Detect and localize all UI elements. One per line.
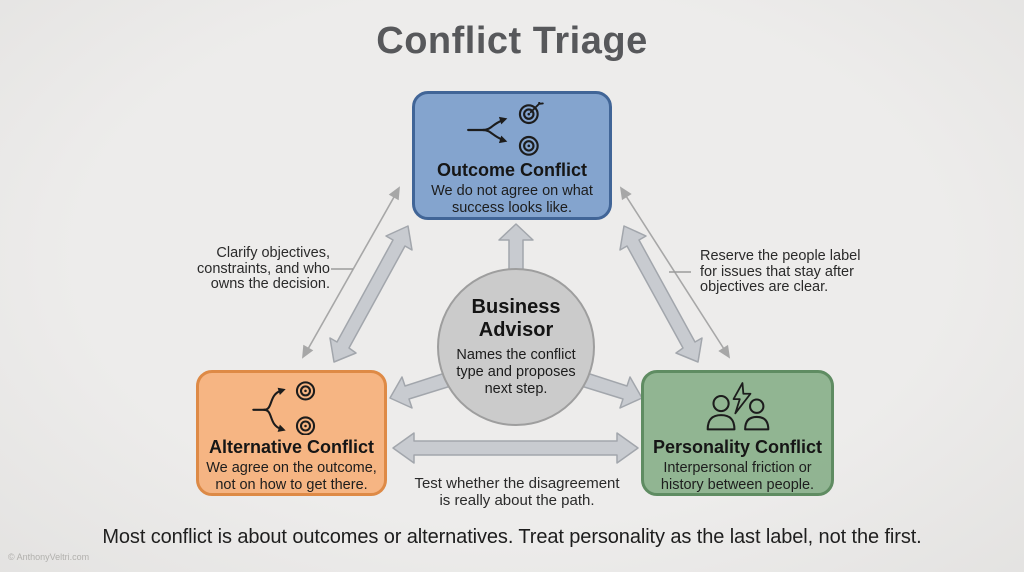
business-advisor-circle: Business Advisor Names the conflict type… <box>437 268 595 426</box>
annotation-left-line2: constraints, and who <box>197 260 330 277</box>
thin-arrow-left-head-top <box>388 186 400 201</box>
personality-conflict-title: Personality Conflict <box>652 437 823 457</box>
advisor-body-line1: Names the conflict <box>456 347 576 364</box>
outcome-conflict-title: Outcome Conflict <box>436 160 587 180</box>
arrow-advisor-to-outcome <box>498 223 534 273</box>
annotation-bottom-line2: is really about the path. <box>439 491 595 509</box>
arrow-alternative-personality <box>392 432 639 464</box>
alternative-conflict-line1: We agree on the outcome, <box>206 459 377 476</box>
annotation-alternative-personality: Test whether the disagreement is really … <box>366 475 668 509</box>
advisor-body-line2: type and proposes <box>456 363 576 380</box>
annotation-left-line1: Clarify objectives, <box>216 245 330 261</box>
arrow-outcome-alternative <box>329 225 413 363</box>
two-people-lightning-icon <box>697 381 779 435</box>
advisor-title-line2: Advisor <box>478 318 554 341</box>
advisor-body-line3: next step. <box>484 380 548 397</box>
thin-arrows <box>302 186 731 359</box>
annotation-right-line3: objectives are clear. <box>700 279 829 295</box>
thin-arrow-left-line <box>307 196 395 350</box>
thin-arrow-right-head-top <box>619 186 632 201</box>
watermark: © AnthonyVeltri.com <box>8 552 90 562</box>
annotation-bottom-line1: Test whether the disagreement <box>414 475 620 492</box>
annotation-left-line3: owns the decision. <box>210 276 330 292</box>
personality-conflict-box: Personality Conflict Interpersonal frict… <box>641 370 834 496</box>
annotation-right-line2: for issues that stay after <box>700 263 854 280</box>
advisor-title-line1: Business <box>471 296 561 319</box>
alternative-conflict-box: Alternative Conflict We agree on the out… <box>196 370 387 496</box>
outcome-conflict-line2: success looks like. <box>451 199 573 216</box>
arrow-outcome-personality <box>619 225 703 363</box>
alternative-conflict-title: Alternative Conflict <box>208 437 375 457</box>
annotation-outcome-personality: Reserve the people label for issues that… <box>700 248 861 296</box>
personality-conflict-line1: Interpersonal friction or <box>663 459 812 476</box>
takeaway-text: Most conflict is about outcomes or alter… <box>102 526 922 548</box>
alternative-conflict-line2: not on how to get there. <box>215 476 368 493</box>
thin-arrow-left-head-bottom <box>302 344 314 359</box>
outcome-conflict-box: Outcome Conflict We do not agree on what… <box>412 91 612 220</box>
split-arrows-two-targets-icon <box>465 102 559 158</box>
outcome-conflict-line1: We do not agree on what <box>431 182 593 199</box>
personality-conflict-line2: history between people. <box>660 476 815 493</box>
annotation-right-line1: Reserve the people label <box>700 248 861 264</box>
thin-arrow-right-head-bottom <box>718 344 731 359</box>
annotation-outcome-alternative: Clarify objectives, constraints, and who… <box>197 245 330 293</box>
page-title: Conflict Triage <box>376 20 648 62</box>
curved-split-arrows-two-targets-icon <box>248 381 336 435</box>
